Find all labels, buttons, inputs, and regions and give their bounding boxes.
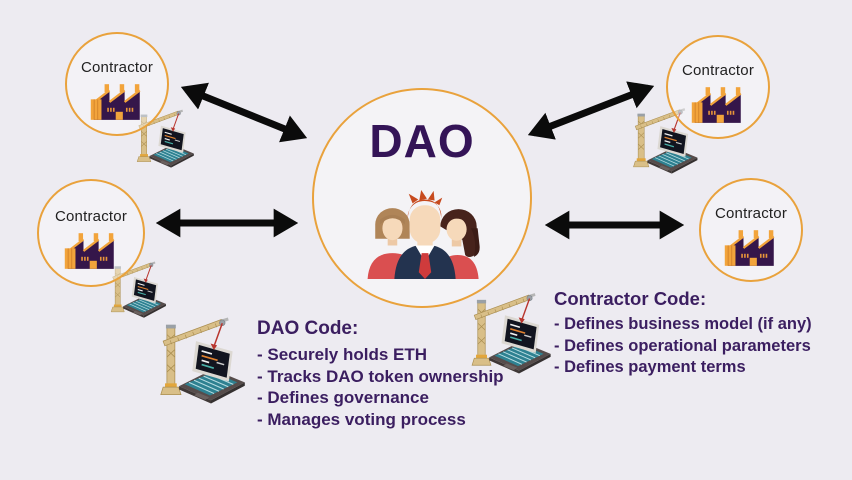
contractor-label: Contractor — [54, 208, 128, 225]
people-group-icon — [358, 186, 492, 282]
contractor-circle-bottom-left: Contractor — [37, 179, 145, 287]
dao-circle: DAO — [312, 88, 532, 308]
factory-icon — [63, 231, 120, 271]
dao-code-list: - Securely holds ETH - Tracks DAO token … — [257, 344, 504, 430]
contractor-code-block: Contractor Code: - Defines business mode… — [554, 288, 812, 379]
crane-laptop-icon — [156, 312, 251, 404]
list-item: - Defines business model (if any) — [554, 315, 812, 333]
list-item: - Defines operational parameters — [554, 336, 811, 355]
contractor-circle-middle-right: Contractor — [699, 178, 803, 282]
contractor-circle-top-left: Contractor — [65, 32, 169, 136]
dao-code-block: DAO Code: - Securely holds ETH - Tracks … — [257, 318, 504, 430]
contractor-code-heading: Contractor Code: — [554, 288, 707, 309]
contractor-label: Contractor — [681, 62, 755, 79]
dao-title: DAO — [369, 115, 475, 167]
contractor-label: Contractor — [714, 205, 788, 222]
double-arrow-icon — [180, 82, 308, 143]
list-item: - Securely holds ETH — [257, 345, 428, 364]
list-item: - Manages voting process — [257, 409, 466, 429]
contractor-circle-top-right: Contractor — [666, 35, 770, 139]
list-item: - Defines payment terms — [554, 358, 746, 376]
dao-code-heading: DAO Code: — [257, 318, 359, 339]
list-item: - Tracks DAO token ownership — [257, 366, 504, 386]
contractor-code-list: - Defines business model (if any) - Defi… — [554, 314, 812, 379]
list-item: - Defines governance — [257, 388, 429, 407]
factory-icon — [723, 228, 780, 268]
factory-icon — [690, 85, 747, 125]
contractor-label: Contractor — [80, 59, 154, 76]
factory-icon — [89, 82, 146, 122]
